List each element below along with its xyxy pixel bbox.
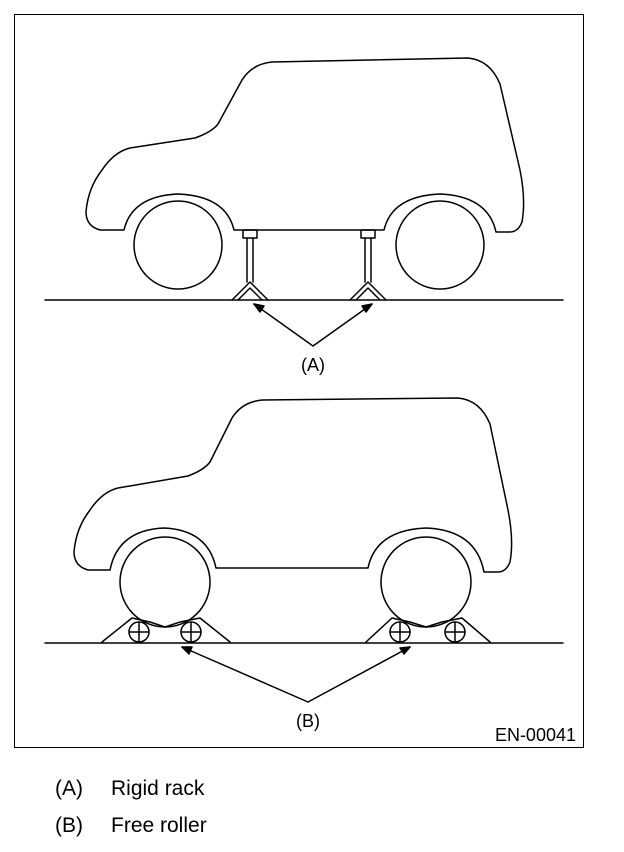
callout-label-a: (A) [301, 355, 325, 375]
legend-key-b: (B) [55, 814, 83, 837]
rear-wheel-bottom [380, 536, 472, 628]
free-roller-right [365, 617, 491, 643]
callout-label-b: (B) [296, 711, 320, 731]
rigid-rack-right [349, 229, 387, 301]
front-wheel-bottom [119, 536, 211, 628]
rigid-rack-left [231, 229, 269, 301]
legend-key-a: (A) [55, 777, 83, 800]
legend-text-b: Free roller [111, 814, 207, 837]
figure-frame [14, 14, 584, 748]
vehicle-on-rigid-rack [44, 57, 564, 347]
legend-item-a: (A) Rigid rack [55, 777, 204, 801]
car-body-top [85, 57, 525, 233]
rear-wheel-top [395, 200, 485, 290]
free-roller-left [101, 617, 231, 643]
front-wheel-top [133, 200, 223, 290]
vehicle-on-free-roller [44, 397, 564, 703]
legend-text-a: Rigid rack [111, 777, 205, 800]
figure-code: EN-00041 [495, 725, 576, 745]
leader-lines-a [253, 303, 373, 347]
car-body-bottom [73, 397, 513, 573]
legend-item-b: (B) Free roller [55, 814, 207, 838]
rack-and-roller-diagram: (A) (B) EN-00041 [44, 57, 576, 745]
leader-lines-b [181, 646, 411, 703]
